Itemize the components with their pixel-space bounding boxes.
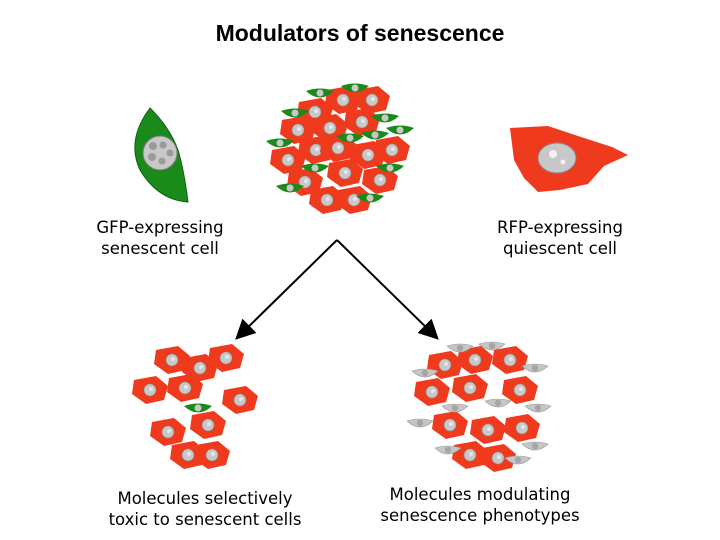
gfp-senescent-cell-icon — [134, 107, 189, 203]
toxic-label-line2: toxic to senescent cells — [108, 510, 302, 529]
mixed-cell-population — [266, 83, 414, 215]
toxic-outcome-population — [131, 343, 259, 470]
arrow-right — [336, 239, 439, 340]
gfp-cell-label-line2: senescent cell — [101, 239, 219, 258]
rfp-cell-label: RFP-expressing quiescent cell — [470, 217, 650, 259]
modulating-label-line1: Molecules modulating — [389, 485, 571, 504]
rfp-cell-label-line1: RFP-expressing — [497, 218, 623, 237]
toxic-molecules-label: Molecules selectively toxic to senescent… — [95, 488, 315, 530]
gfp-cell-label: GFP-expressing senescent cell — [70, 217, 250, 259]
rfp-cell-label-line2: quiescent cell — [502, 239, 618, 258]
modulation-outcome-population — [406, 341, 552, 473]
diagram-title: Modulators of senescence — [215, 20, 505, 46]
gfp-cell-label-line1: GFP-expressing — [96, 218, 224, 237]
arrow-left — [235, 239, 338, 340]
modulating-label-line2: senescence phenotypes — [380, 506, 580, 525]
toxic-label-line1: Molecules selectively — [117, 489, 293, 508]
rfp-quiescent-cell-icon — [510, 126, 628, 192]
modulating-molecules-label: Molecules modulating senescence phenotyp… — [370, 484, 590, 526]
